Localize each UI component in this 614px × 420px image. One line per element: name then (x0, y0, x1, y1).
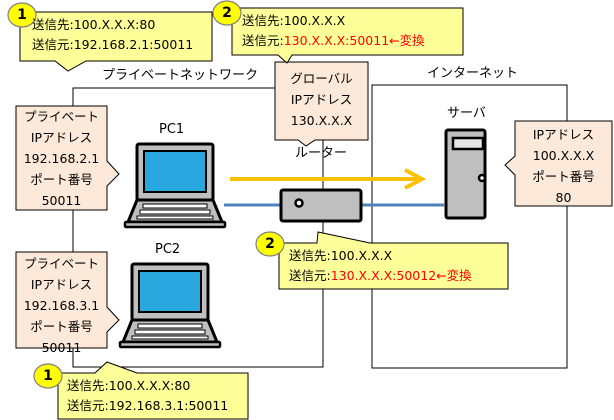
step-number: 1 (43, 368, 53, 384)
router-ip-value: 130.X.X.X (290, 113, 353, 128)
src-label: 送信元: (32, 37, 74, 52)
dest-value: 100.X.X.X (330, 248, 393, 263)
server-info-line: IPアドレス (532, 127, 595, 142)
pc2-info-callout (15, 251, 120, 349)
server-info-callout (504, 120, 613, 207)
pc1-info-line: プライベート (23, 109, 99, 124)
src-value: 192.168.3.1:50011 (108, 398, 229, 413)
step-badge-2-top (212, 0, 242, 26)
packet-src-row: 送信元:192.168.2.1:50011 (32, 35, 193, 55)
pc1-info-text: プライベート IPアドレス 192.168.2.1 ポート番号 50011 (16, 106, 107, 211)
server-label: サーバ (447, 106, 486, 121)
src-label: 送信元: (67, 398, 109, 413)
server-icon (444, 128, 487, 220)
pc2-info-text: プライベート IPアドレス 192.168.3.1 ポート番号 50011 (16, 253, 107, 358)
dest-value: 100.X.X.X:80 (73, 17, 156, 32)
server-info-text: IPアドレス 100.X.X.X ポート番号 80 (515, 124, 612, 208)
packet-1-pc1-text: 送信先:100.X.X.X:80 送信元:192.168.2.1:50011 (32, 15, 193, 55)
src-label: 送信元: (242, 33, 284, 48)
router-info-line: IPアドレス (290, 92, 353, 107)
packet-2-pc1-box (231, 7, 464, 64)
packet-1-pc1-box (19, 11, 213, 72)
packet-src-row: 送信元:192.168.3.1:50011 (67, 396, 228, 416)
packet-src-row: 送信元:130.X.X.X:50011←変換 (242, 31, 425, 51)
packet-1-pc2-box (57, 361, 249, 420)
router-icon (279, 188, 363, 223)
internet-boundary (371, 84, 568, 369)
packet-2-pc2-text: 送信先:100.X.X.X 送信元:130.X.X.X:50012←変換 (289, 246, 472, 286)
src-label: 送信元: (289, 268, 331, 283)
packet-2-pc1-text: 送信先:100.X.X.X 送信元:130.X.X.X:50011←変換 (242, 11, 425, 51)
packet-2-pc2-box (278, 231, 509, 290)
pc2-port-value: 50011 (41, 340, 82, 355)
packet-dest-row: 送信先:100.X.X.X:80 (67, 376, 228, 396)
server-info-line: ポート番号 (532, 169, 595, 184)
dest-label: 送信先: (67, 378, 109, 393)
server-port-value: 80 (555, 190, 572, 205)
dest-value: 100.X.X.X:80 (108, 378, 191, 393)
src-value: 192.168.2.1:50011 (73, 37, 194, 52)
step-badge-1-bottom (33, 363, 63, 389)
laptop-pc1-icon (123, 142, 227, 229)
dest-label: 送信先: (242, 13, 284, 28)
pc2-ip-value: 192.168.3.1 (23, 298, 100, 313)
pc2-info-line: ポート番号 (30, 319, 93, 334)
pc1-label: PC1 (159, 122, 185, 137)
pc1-ip-value: 192.168.2.1 (23, 151, 100, 166)
private-network-label: プライベートネットワーク (102, 68, 259, 83)
packet-dest-row: 送信先:100.X.X.X (242, 11, 425, 31)
step-number: 2 (222, 5, 232, 21)
dest-value: 100.X.X.X (283, 13, 346, 28)
router-info-callout (274, 61, 369, 147)
pc1-info-callout (15, 105, 120, 211)
internet-label: インターネット (427, 66, 519, 81)
router-info-line: グローバル (290, 71, 353, 86)
pc1-port-value: 50011 (41, 193, 82, 208)
step-number: 1 (17, 7, 27, 23)
server-ip-value: 100.X.X.X (532, 148, 595, 163)
router-info-text: グローバル IPアドレス 130.X.X.X (275, 68, 368, 131)
packet-dest-row: 送信先:100.X.X.X:80 (32, 15, 193, 35)
pc2-info-line: IPアドレス (30, 277, 93, 292)
pc2-info-line: プライベート (23, 256, 99, 271)
packet-dest-row: 送信先:100.X.X.X (289, 246, 472, 266)
dest-label: 送信先: (32, 17, 74, 32)
src-value-translated: 130.X.X.X:50011 (283, 33, 390, 48)
pc2-label: PC2 (155, 242, 181, 257)
dest-label: 送信先: (289, 248, 331, 263)
packet-1-pc2-text: 送信先:100.X.X.X:80 送信元:192.168.3.1:50011 (67, 376, 228, 416)
step-badge-1-top (7, 2, 37, 28)
pc1-info-line: IPアドレス (30, 130, 93, 145)
pc1-info-line: ポート番号 (30, 172, 93, 187)
traffic-arrow (230, 168, 427, 190)
translation-note: ←変換 (436, 268, 472, 283)
translation-note: ←変換 (389, 33, 425, 48)
step-number: 2 (265, 236, 275, 252)
step-badge-2-mid (255, 231, 285, 257)
packet-src-row: 送信元:130.X.X.X:50012←変換 (289, 266, 472, 286)
router-label: ルーター (295, 146, 348, 161)
laptop-pc2-icon (118, 262, 222, 349)
src-value-translated: 130.X.X.X:50012 (330, 268, 437, 283)
